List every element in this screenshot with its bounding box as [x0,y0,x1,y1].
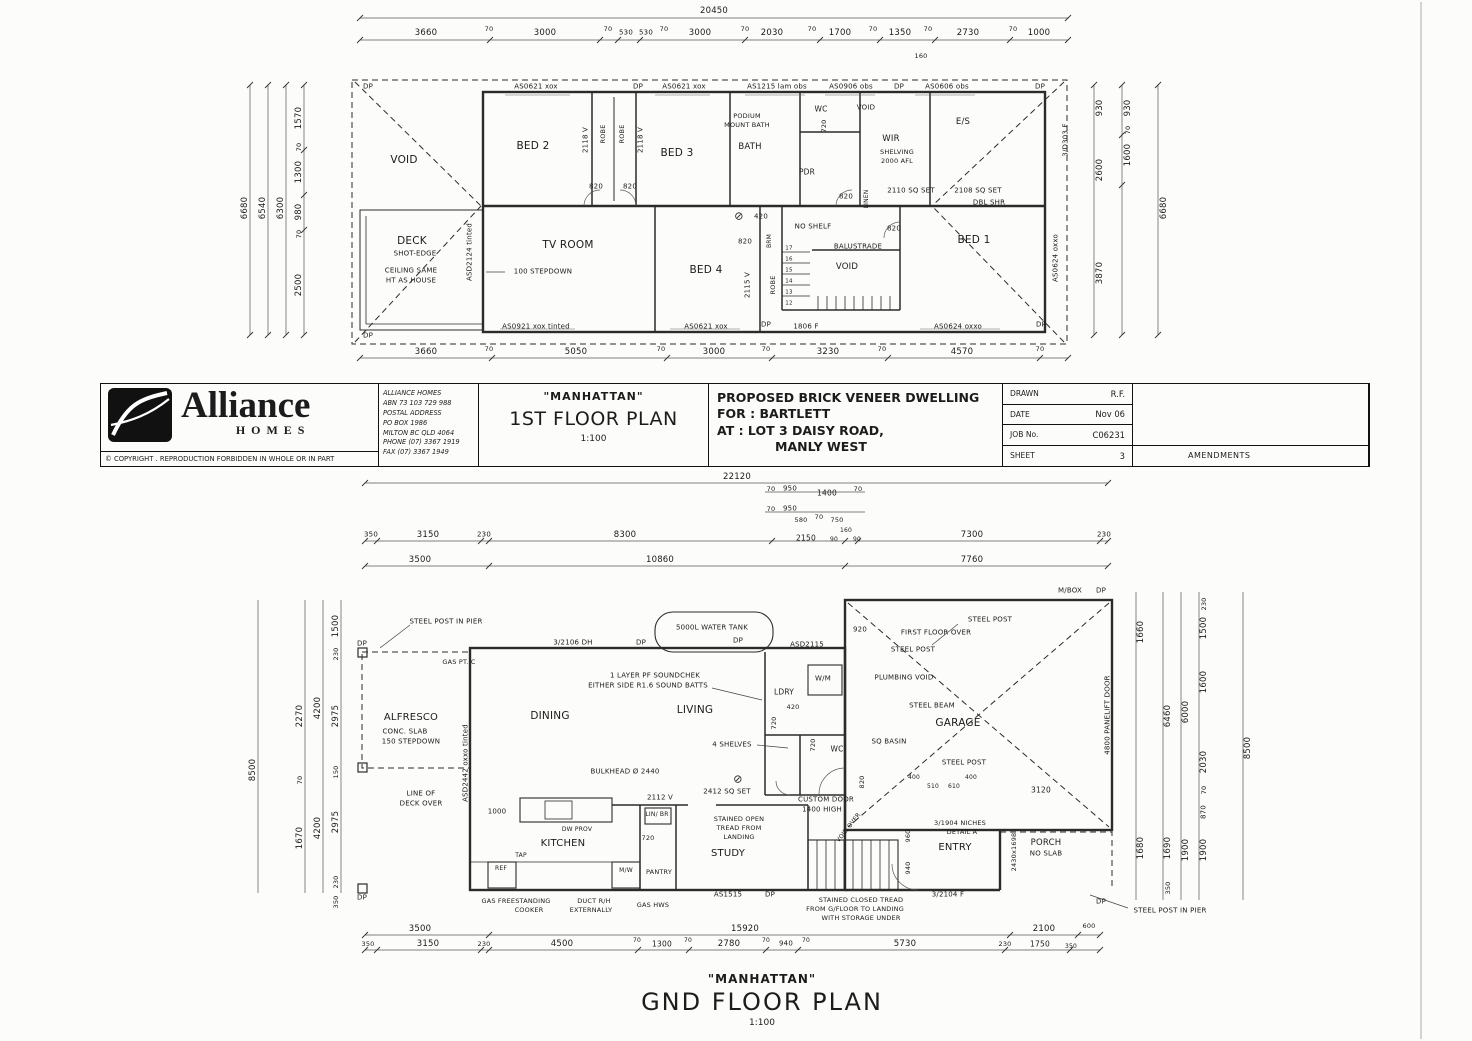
amendments-label: AMENDMENTS [1188,451,1251,460]
field-row-job: JOB No. C06231 [1003,425,1132,446]
company-detail-line: ABN 73 103 729 988 [383,398,452,407]
project-line: MANLY WEST [775,438,867,454]
company-detail-line: POSTAL ADDRESS [383,408,442,417]
plan-name: "MANHATTAN" [543,390,644,403]
field-value: 3 [1119,450,1125,461]
field-row-date: DATE Nov 06 [1003,405,1132,425]
gnd-floor-caption: "MANHATTAN" GND FLOOR PLAN 1:100 [592,972,932,1028]
project-section: PROPOSED BRICK VENEER DWELLING FOR : BAR… [709,384,1003,466]
field-row-drawn: DRAWN R.F. [1003,384,1132,405]
field-label: DATE [1010,409,1030,419]
logo-section: Alliance HOMES © COPYRIGHT . REPRODUCTIO… [101,384,379,466]
field-label: JOB No. [1010,430,1039,440]
brand-name: Alliance [181,385,311,426]
project-line: FOR : BARTLETT [717,406,831,422]
company-detail-line: MILTON BC QLD 4064 [383,428,455,437]
copyright-note: © COPYRIGHT . REPRODUCTION FORBIDDEN IN … [101,451,378,466]
brand-sub: HOMES [235,422,311,437]
amendments-section: AMENDMENTS [1133,384,1369,466]
field-value: R.F. [1110,388,1125,399]
project-line: AT : LOT 3 DAISY ROAD, [717,422,884,438]
company-detail-line: FAX (07) 3367 1949 [383,448,449,457]
alliance-homes-logo-icon [108,388,172,442]
drawing-fields: DRAWN R.F. DATE Nov 06 JOB No. C06231 SH… [1003,384,1133,466]
field-label: SHEET [1010,451,1035,461]
title-block: Alliance HOMES © COPYRIGHT . REPRODUCTIO… [100,383,1370,467]
plan-title: 1ST FLOOR PLAN [509,408,678,430]
company-details: ALLIANCE HOMES ABN 73 103 729 988 POSTAL… [379,384,479,466]
gnd-plan-scale: 1:100 [749,1018,775,1028]
gnd-plan-title: GND FLOOR PLAN [641,988,883,1016]
gnd-plan-name: "MANHATTAN" [707,972,817,986]
brand-wordmark: Alliance HOMES [181,385,311,438]
field-row-sheet: SHEET 3 [1003,446,1132,466]
company-detail-line: PO BOX 1986 [383,418,428,427]
company-detail-line: ALLIANCE HOMES [383,389,442,397]
plan-scale: 1:100 [580,434,607,444]
field-label: DRAWN [1010,389,1039,399]
field-value: Nov 06 [1095,409,1125,420]
company-detail-line: PHONE (07) 3367 1919 [383,438,460,447]
plan-title-section: "MANHATTAN" 1ST FLOOR PLAN 1:100 [479,384,709,466]
project-line: PROPOSED BRICK VENEER DWELLING [717,390,980,405]
field-value: C06231 [1092,429,1126,440]
